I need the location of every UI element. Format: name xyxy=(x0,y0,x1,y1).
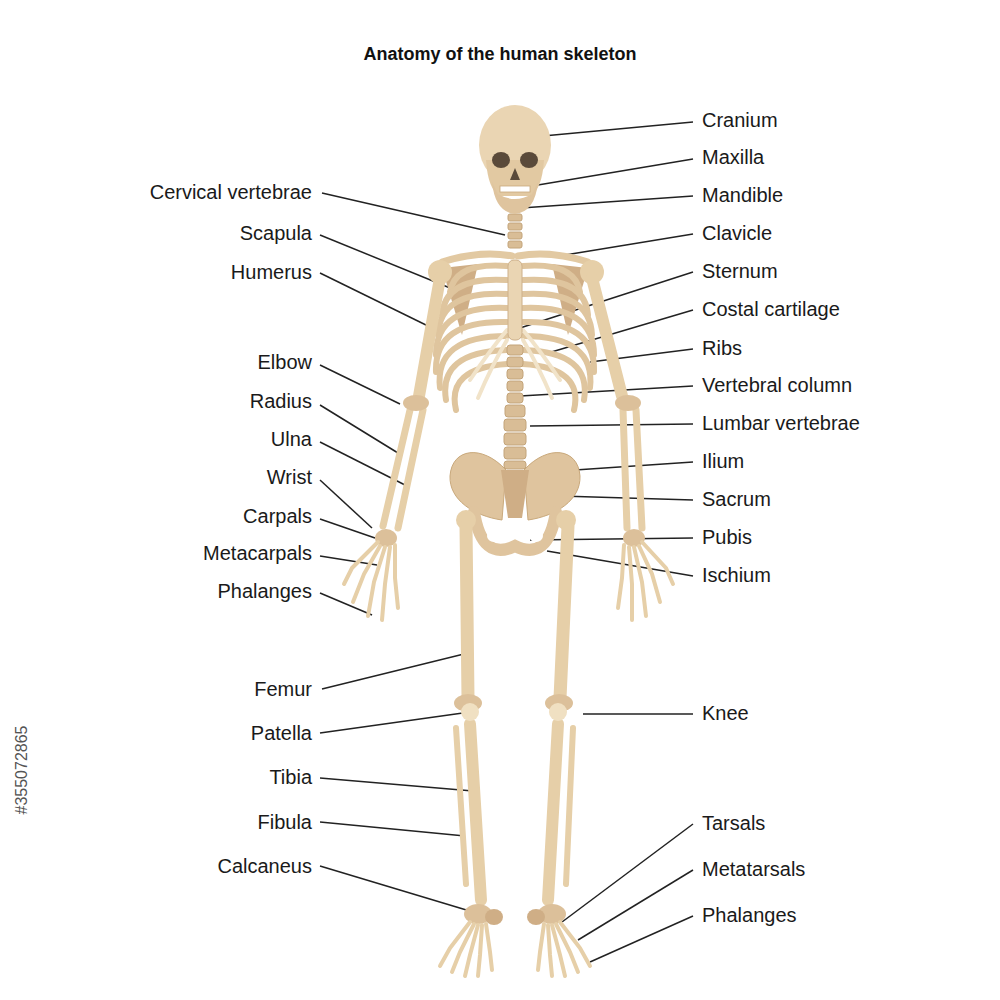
bone-label: Ischium xyxy=(702,563,771,587)
bone-label: Carpals xyxy=(243,504,312,528)
bone-label: Humerus xyxy=(231,260,312,284)
bone-label: Maxilla xyxy=(702,145,764,169)
bone-label: Clavicle xyxy=(702,221,772,245)
bone-label: Radius xyxy=(250,389,312,413)
bone-label: Wrist xyxy=(267,465,312,489)
bone-label: Metacarpals xyxy=(203,541,312,565)
leader-lines xyxy=(320,122,693,962)
bone-label: Ilium xyxy=(702,449,744,473)
bone-label: Pubis xyxy=(702,525,752,549)
bone-label: Vertebral column xyxy=(702,373,852,397)
bone-label: Sternum xyxy=(702,259,778,283)
bone-label: Elbow xyxy=(258,350,312,374)
bone-label: Cervical vertebrae xyxy=(150,180,312,204)
bone-label: Cranium xyxy=(702,108,778,132)
bone-label: Mandible xyxy=(702,183,783,207)
bone-label: Calcaneus xyxy=(217,854,312,878)
bone-label: Knee xyxy=(702,701,749,725)
bone-label: Fibula xyxy=(258,810,312,834)
bone-label: Patella xyxy=(251,721,312,745)
skeleton xyxy=(344,105,673,976)
bone-label: Lumbar vertebrae xyxy=(702,411,860,435)
bone-label: Metatarsals xyxy=(702,857,805,881)
bone-label: Costal cartilage xyxy=(702,297,840,321)
bone-label: Femur xyxy=(254,677,312,701)
bone-label: Tibia xyxy=(269,765,312,789)
bone-label: Sacrum xyxy=(702,487,771,511)
bone-label: Ribs xyxy=(702,336,742,360)
diagram-title: Anatomy of the human skeleton xyxy=(0,32,1000,76)
bone-label: Ulna xyxy=(271,427,312,451)
bone-label: Tarsals xyxy=(702,811,765,835)
watermark-number: #355072865 xyxy=(13,726,31,815)
bone-label: Phalanges xyxy=(217,579,312,603)
bone-label: Scapula xyxy=(240,221,312,245)
bone-label: Phalanges xyxy=(702,903,797,927)
